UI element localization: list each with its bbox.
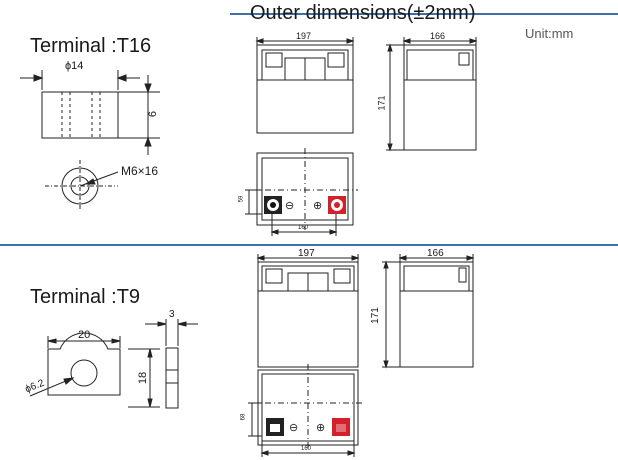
terminal-t9-title: Terminal :T9 — [30, 286, 141, 308]
page-title: Outer dimensions(±2mm) — [250, 2, 476, 24]
svg-text:⊕: ⊕ — [313, 200, 322, 212]
bottom-front-width-label: 197 — [298, 248, 315, 259]
middle-divider-rule — [0, 244, 618, 246]
t16-bolt-label: M6×16 — [121, 164, 159, 178]
unit-label: Unit:mm — [525, 26, 574, 41]
t9-width-label: 20 — [78, 329, 91, 341]
terminal-t16-title: Terminal :T16 — [30, 35, 152, 57]
bottom-height-label: 171 — [369, 307, 381, 324]
svg-text:⊖: ⊖ — [289, 422, 298, 434]
top-depth-label: 59 — [238, 195, 245, 203]
bottom-side-width-label: 166 — [427, 248, 444, 259]
top-divider-rule — [230, 13, 618, 15]
t9-thickness-label: 3 — [169, 309, 175, 320]
svg-text:⊖: ⊖ — [285, 200, 294, 212]
top-height-label: 171 — [376, 95, 387, 111]
svg-text:⊕: ⊕ — [316, 422, 325, 434]
terminal-t16-drawing: ⊖ ⊕ — [20, 37, 478, 236]
bottom-negative-terminal — [266, 418, 284, 436]
terminal-t9-drawing: ⊖ ⊕ — [29, 254, 475, 457]
t9-height-label: 18 — [137, 371, 150, 385]
top-negative-terminal — [264, 196, 282, 214]
bottom-spacing-label: 160 — [301, 446, 312, 452]
bottom-positive-terminal — [332, 418, 350, 436]
top-side-width-label: 166 — [430, 31, 446, 41]
top-front-width-label: 197 — [296, 31, 312, 41]
t16-diameter-label: ϕ14 — [65, 60, 84, 72]
top-spacing-label: 160 — [298, 225, 309, 231]
top-positive-terminal — [328, 196, 346, 214]
bottom-depth-label: 68 — [240, 413, 247, 421]
t16-height-label: 6 — [147, 110, 160, 118]
